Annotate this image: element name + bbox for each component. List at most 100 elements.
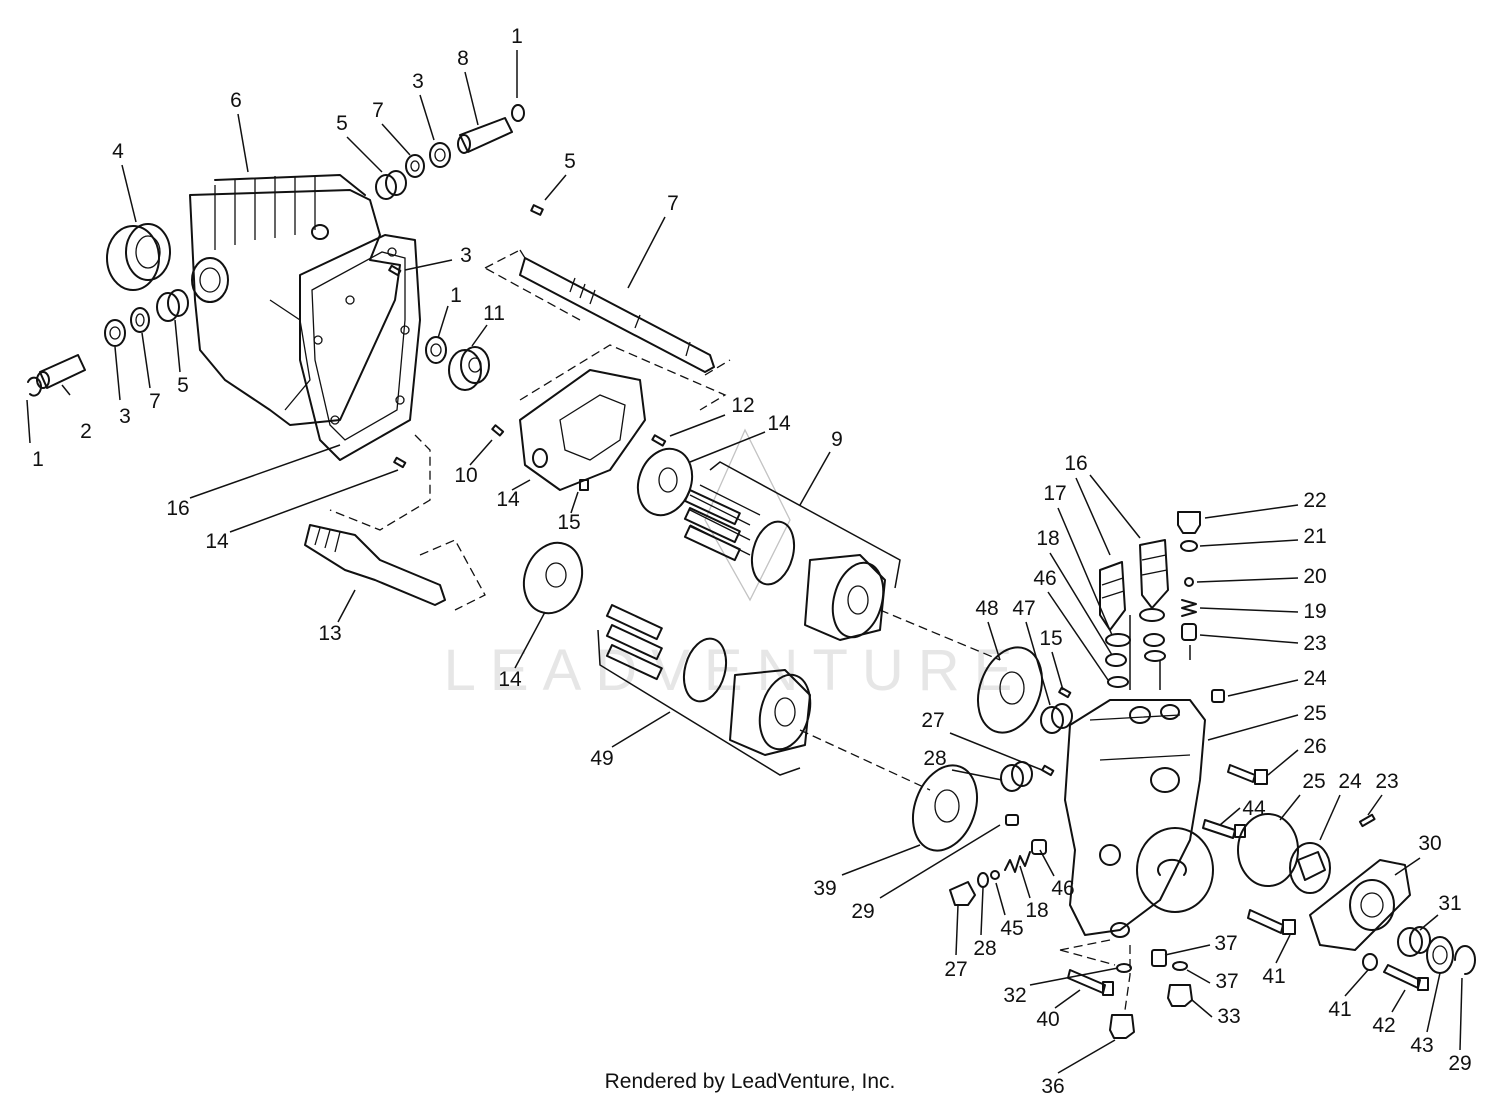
- callout-label: 1: [511, 25, 523, 48]
- callout-label: 44: [1242, 797, 1266, 820]
- spring-part-26-top: [1181, 599, 1197, 617]
- main-housing: [189, 174, 401, 426]
- callout-label: 18: [1025, 899, 1048, 922]
- ring-part-1-top: [511, 104, 525, 122]
- o-ring-part-24-lower: [977, 872, 989, 888]
- callout-label: 37: [1215, 970, 1238, 993]
- gasket: [299, 234, 421, 461]
- pin-part-14-b: [491, 424, 505, 437]
- ball-part-25-top: [1184, 577, 1194, 587]
- bearing-part-10: [448, 346, 490, 391]
- o-ring-part-31: [1237, 813, 1299, 887]
- callout-label: 2: [80, 420, 92, 443]
- bushing-part-18-lower: [1000, 761, 1033, 792]
- callout-label: 23: [1303, 632, 1326, 655]
- callout-label: 13: [318, 622, 341, 645]
- washer-part-7-left: [130, 307, 150, 333]
- bushing-part-33: [1397, 926, 1431, 957]
- piston-assembly-part-16-lower: [605, 604, 812, 756]
- bolt-part-35: [1383, 964, 1429, 991]
- bolt-part-29-lower: [1247, 909, 1296, 935]
- callout-label: 4: [112, 140, 124, 163]
- footer-credit: Rendered by LeadVenture, Inc.: [0, 1070, 1500, 1094]
- callout-label: 8: [457, 47, 469, 70]
- charge-pump-part-37: [1289, 842, 1331, 894]
- plug-part-23-top: [1177, 511, 1201, 534]
- callout-label: 22: [1303, 489, 1326, 512]
- bearing-part-4: [106, 223, 171, 291]
- callout-label: 25: [1303, 702, 1326, 725]
- callout-label: 27: [944, 958, 967, 981]
- callout-label: 6: [230, 89, 242, 112]
- pin-part-14-d: [579, 479, 589, 491]
- callout-label: 26: [1303, 735, 1326, 758]
- callout-label: 7: [667, 192, 679, 215]
- plug-part-27-lower: [1031, 839, 1047, 855]
- callout-label: 28: [923, 747, 946, 770]
- watermark-text: LEADVENTURE: [444, 638, 1027, 703]
- callout-label: 46: [1051, 877, 1074, 900]
- callout-label: 48: [975, 597, 998, 620]
- pin-part-2: [36, 354, 86, 389]
- bolt-part-30: [1202, 819, 1246, 839]
- callout-label: 9: [831, 428, 843, 451]
- callout-label: 25: [1302, 770, 1325, 793]
- callout-label: 30: [1418, 832, 1441, 855]
- pin-part-46-lower: [1041, 764, 1055, 777]
- thrust-washer-part-15-lower: [522, 541, 584, 615]
- ball-part-25-lower: [990, 870, 1000, 880]
- shaft-12-bracket: [484, 249, 731, 376]
- callout-label: 10: [454, 464, 477, 487]
- callout-label: 29: [1448, 1052, 1471, 1075]
- shaft-47-bracket: [419, 539, 486, 611]
- callout-label: 46: [1033, 567, 1056, 590]
- callout-label: 3: [412, 70, 424, 93]
- footer-text: Rendered by LeadVenture, Inc.: [604, 1070, 896, 1093]
- callout-label: 20: [1303, 565, 1326, 588]
- callout-label: 40: [1036, 1008, 1059, 1031]
- watermark-logo: [704, 428, 791, 602]
- callout-label: 14: [205, 530, 229, 553]
- pin-part-46-upper: [1058, 686, 1072, 699]
- washer-part-36: [1362, 953, 1378, 971]
- plug-part-40: [1151, 949, 1167, 967]
- callout-label: 7: [149, 390, 161, 413]
- callout-label: 29: [851, 900, 874, 923]
- callout-label: 41: [1328, 998, 1351, 1021]
- end-plate-part-17: [977, 646, 1043, 734]
- callout-label: 14: [496, 488, 520, 511]
- callout-label: 33: [1217, 1005, 1240, 1028]
- callout-label: 14: [498, 668, 522, 691]
- callout-label: 5: [177, 374, 189, 397]
- callout-label: 42: [1372, 1014, 1395, 1037]
- end-plate-part-45: [912, 764, 978, 852]
- callout-label: 3: [460, 244, 472, 267]
- bushing-part-18-upper: [1040, 703, 1073, 734]
- callout-label: 15: [557, 511, 580, 534]
- gasket-bracket: [329, 434, 431, 531]
- callout-label: 15: [1039, 627, 1062, 650]
- seal-part-34: [1426, 936, 1454, 974]
- callout-label: 39: [813, 877, 836, 900]
- relief-valve-part-22-left: [1099, 561, 1126, 631]
- callout-label: 1: [32, 448, 44, 471]
- callout-label: 21: [1303, 525, 1326, 548]
- ring-part-1-left: [27, 376, 42, 397]
- callout-label: 3: [119, 405, 131, 428]
- seal-part-9: [425, 336, 447, 364]
- swashplate-part-13: [519, 369, 646, 491]
- callout-label: 43: [1410, 1034, 1433, 1057]
- callout-label: 24: [1303, 667, 1327, 690]
- callout-label: 31: [1438, 892, 1461, 915]
- bushing-part-5-left: [156, 289, 189, 322]
- washer-part-20: [1105, 633, 1165, 667]
- ring-part-50: [1454, 945, 1476, 975]
- plug-part-42-bottom: [1109, 1014, 1135, 1039]
- center-section-part-39: [1064, 699, 1214, 938]
- bracket-16-upper: [709, 461, 901, 589]
- shaft-part-8: [457, 117, 513, 154]
- callout-label: 45: [1000, 917, 1023, 940]
- shaft-part-47: [304, 524, 446, 606]
- pin-part-48: [393, 456, 407, 469]
